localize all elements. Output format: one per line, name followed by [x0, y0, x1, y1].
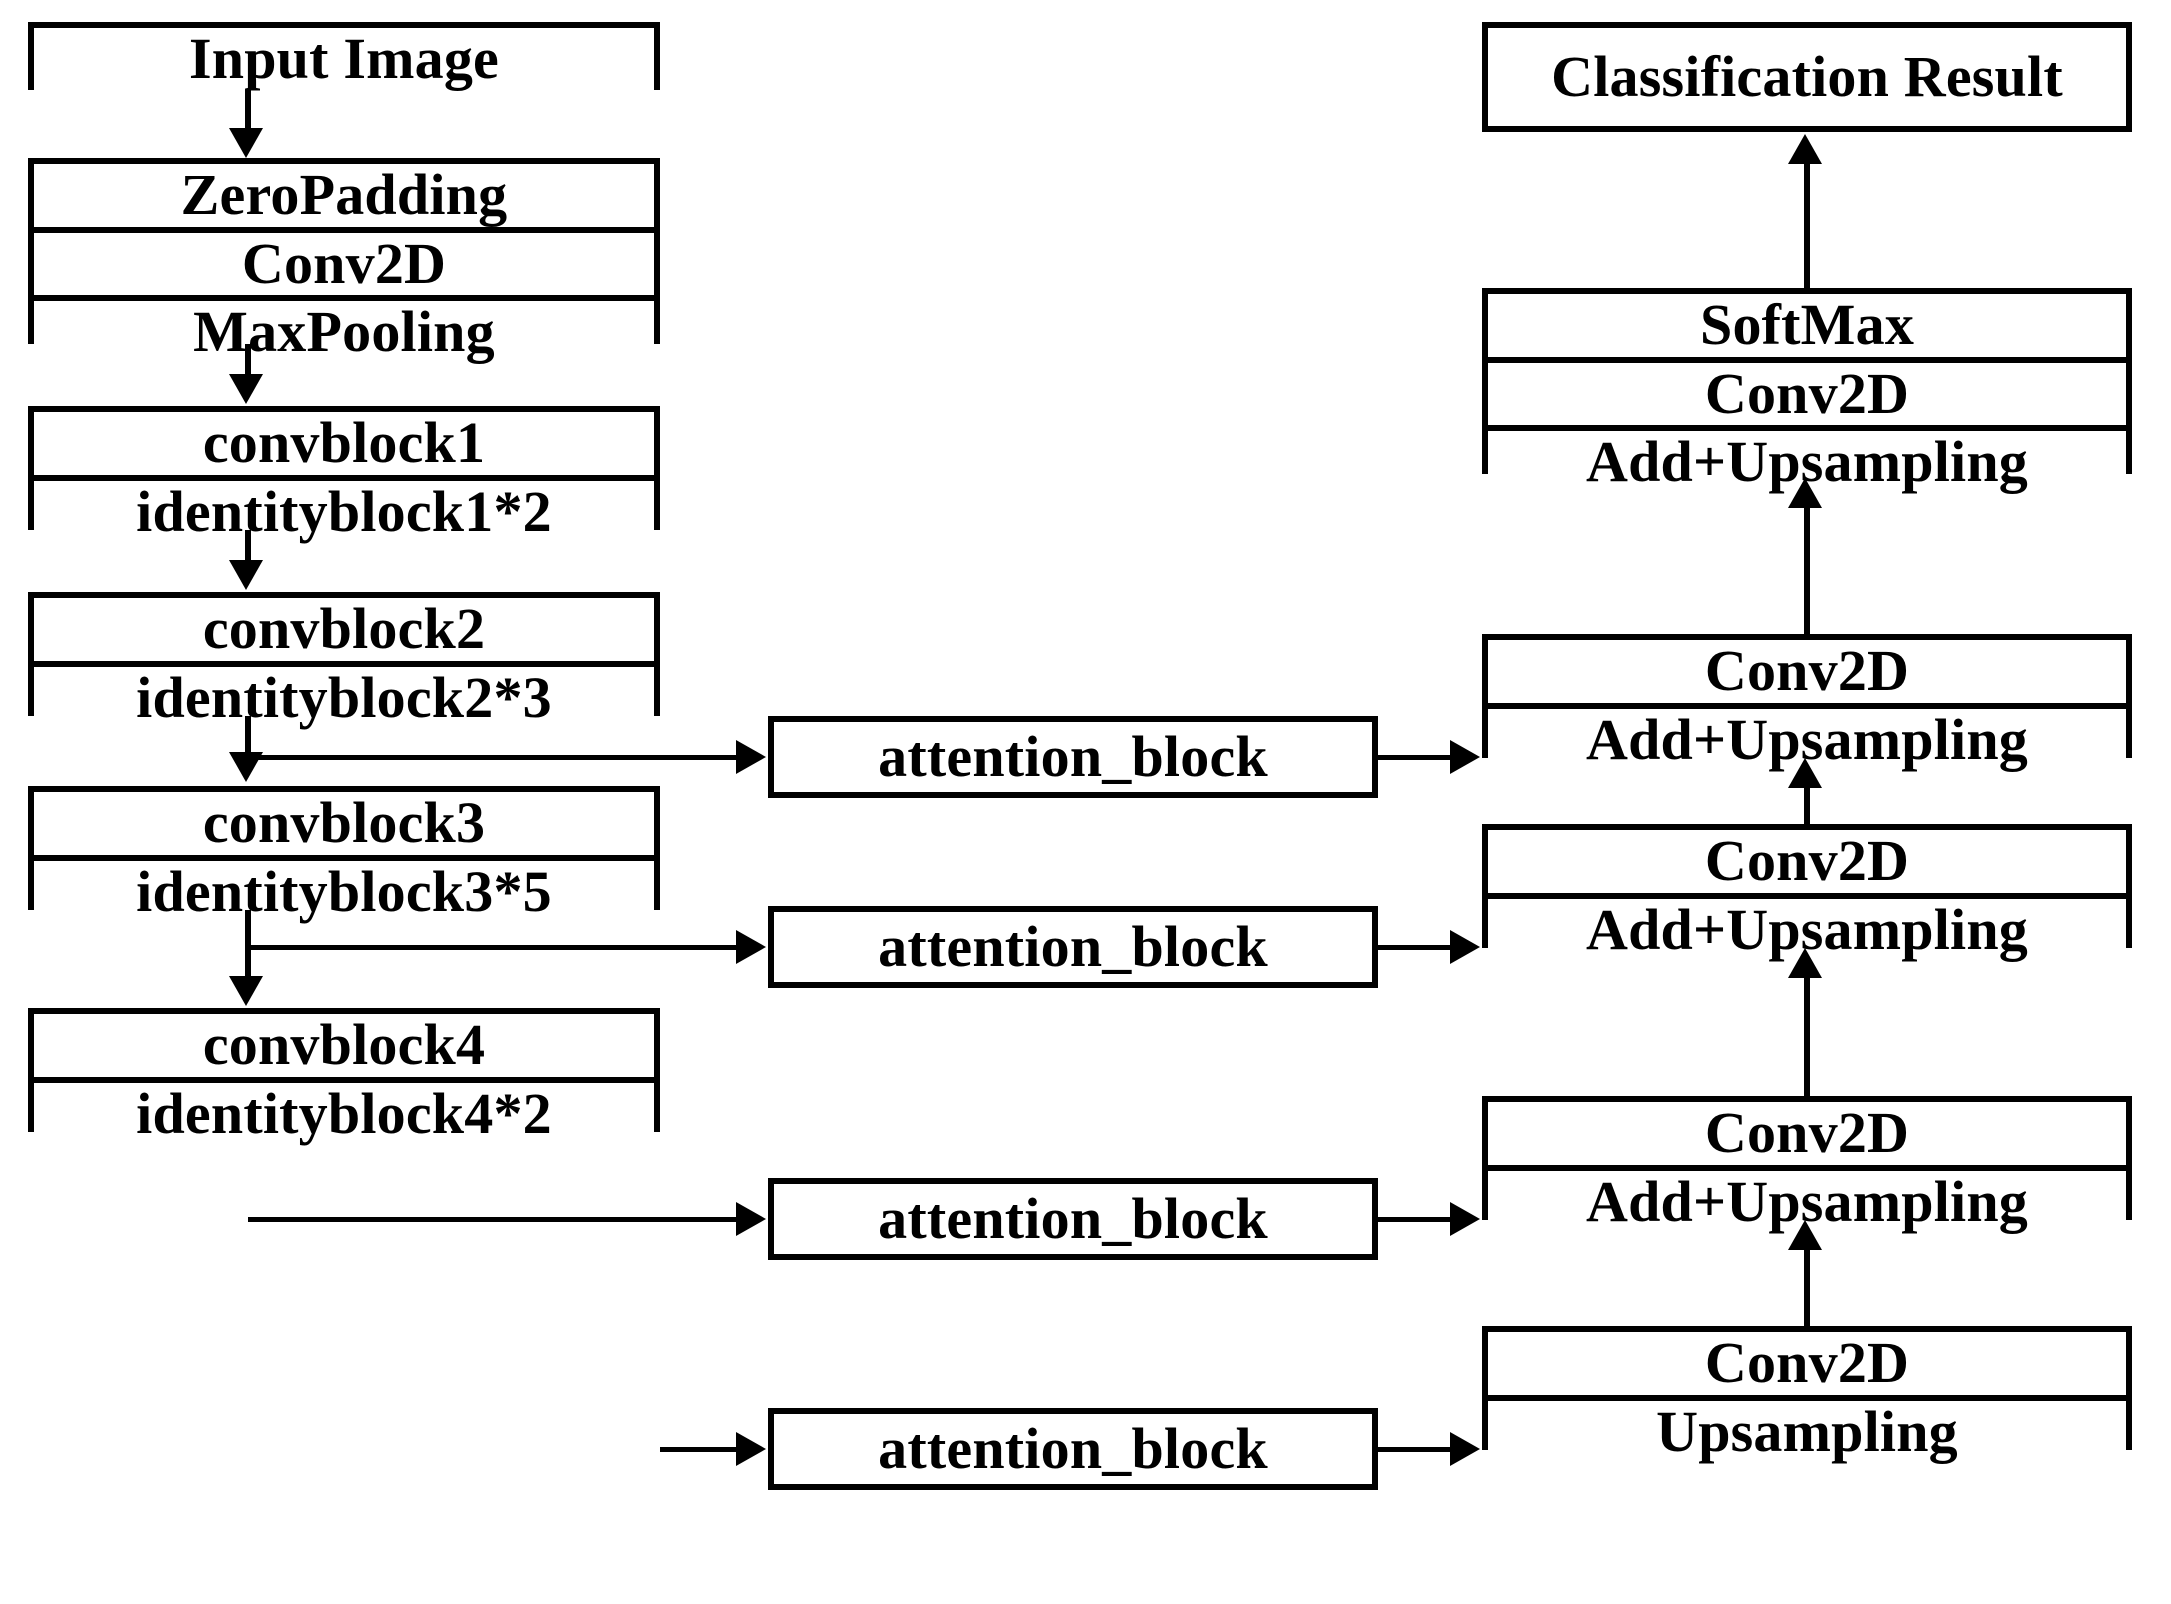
block-row-identityblock2: identityblock2*3: [34, 660, 654, 730]
connector-stage1-to-stage2: [245, 530, 251, 562]
connector-fpn2-to-fpn3: [1804, 788, 1810, 824]
arrowhead-fpn1-to-fpn2: [1788, 948, 1822, 978]
block-classification-result: Classification Result: [1482, 22, 2132, 132]
arrowhead-stage1-to-stage2: [229, 560, 263, 590]
block-row-classification-result: Classification Result: [1488, 28, 2126, 126]
arrowhead-stage3-to-attention3: [736, 1202, 766, 1236]
block-stage1: convblock1 identityblock1*2: [28, 406, 660, 544]
connector-attention2-to-fpn2: [1378, 945, 1452, 950]
block-attention-3: attention_block: [768, 1178, 1378, 1260]
arrowhead-attention4-to-fpn0: [1450, 1432, 1480, 1466]
block-row-identityblock3: identityblock3*5: [34, 854, 654, 924]
connector-stem-to-stage1: [245, 344, 251, 374]
connector-stage3-to-stage4: [245, 910, 251, 978]
connector-fpn0-to-fpn1: [1804, 1250, 1810, 1326]
block-row-convblock3: convblock3: [34, 791, 654, 855]
block-head: SoftMax Conv2D Add+Upsampling: [1482, 288, 2132, 494]
block-row-identityblock1: identityblock1*2: [34, 474, 654, 544]
connector-fpn1-to-fpn2: [1804, 978, 1810, 1096]
connector-input-to-stem: [245, 90, 251, 134]
arrowhead-stage3-to-stage4: [229, 976, 263, 1006]
arrowhead-stem-to-stage1: [229, 374, 263, 404]
block-row-convblock1: convblock1: [34, 411, 654, 475]
arrowhead-stage1-to-attention1: [736, 740, 766, 774]
connector-stage1-to-attention1: [248, 755, 738, 760]
arrowhead-attention2-to-fpn2: [1450, 930, 1480, 964]
block-fpn1: Conv2D Add+Upsampling: [1482, 1096, 2132, 1234]
connector-head-to-result: [1804, 164, 1810, 288]
block-row-input-image: Input Image: [34, 27, 654, 91]
arrowhead-stage4-to-attention4: [736, 1432, 766, 1466]
connector-attention4-to-fpn0: [1378, 1447, 1452, 1452]
block-row-attention-2: attention_block: [774, 912, 1372, 982]
arrowhead-stage2-to-attention2: [736, 930, 766, 964]
block-stem: ZeroPadding Conv2D MaxPooling: [28, 158, 660, 364]
block-row-identityblock4: identityblock4*2: [34, 1076, 654, 1146]
connector-stage3-to-attention3: [248, 1217, 738, 1222]
block-row-conv2d-fpn1: Conv2D: [1488, 1101, 2126, 1165]
arrowhead-attention3-to-fpn1: [1450, 1202, 1480, 1236]
block-row-attention-1: attention_block: [774, 722, 1372, 792]
block-row-maxpooling: MaxPooling: [34, 295, 654, 364]
block-stage3: convblock3 identityblock3*5: [28, 786, 660, 924]
block-fpn0: Conv2D Upsampling: [1482, 1326, 2132, 1464]
block-row-upsampling-fpn0: Upsampling: [1488, 1394, 2126, 1464]
block-row-conv2d-fpn3: Conv2D: [1488, 639, 2126, 703]
block-stage4: convblock4 identityblock4*2: [28, 1008, 660, 1146]
block-row-zeropadding: ZeroPadding: [34, 163, 654, 227]
arrowhead-input-to-stem: [229, 128, 263, 158]
block-attention-2: attention_block: [768, 906, 1378, 988]
block-row-conv2d-head: Conv2D: [1488, 356, 2126, 426]
block-row-convblock2: convblock2: [34, 597, 654, 661]
block-row-attention-3: attention_block: [774, 1184, 1372, 1254]
connector-stage2-to-attention2: [248, 945, 738, 950]
arrowhead-fpn0-to-fpn1: [1788, 1220, 1822, 1250]
connector-fpn3-to-head: [1804, 508, 1810, 634]
block-row-conv2d-stem: Conv2D: [34, 226, 654, 296]
arrowhead-head-to-result: [1788, 134, 1822, 164]
connector-attention1-to-fpn3: [1378, 755, 1452, 760]
block-row-attention-4: attention_block: [774, 1414, 1372, 1484]
block-stage2: convblock2 identityblock2*3: [28, 592, 660, 730]
block-attention-4: attention_block: [768, 1408, 1378, 1490]
block-row-convblock4: convblock4: [34, 1013, 654, 1077]
arrowhead-attention1-to-fpn3: [1450, 740, 1480, 774]
connector-attention3-to-fpn1: [1378, 1217, 1452, 1222]
connector-stage4-to-attention4: [660, 1447, 740, 1452]
block-row-conv2d-fpn0: Conv2D: [1488, 1331, 2126, 1395]
connector-stage2-to-stage3: [245, 716, 251, 756]
arrowhead-fpn3-to-head: [1788, 478, 1822, 508]
block-row-softmax: SoftMax: [1488, 293, 2126, 357]
arrowhead-fpn2-to-fpn3: [1788, 758, 1822, 788]
block-fpn2: Conv2D Add+Upsampling: [1482, 824, 2132, 962]
block-input-image: Input Image: [28, 22, 660, 91]
block-fpn3: Conv2D Add+Upsampling: [1482, 634, 2132, 772]
block-attention-1: attention_block: [768, 716, 1378, 798]
block-row-conv2d-fpn2: Conv2D: [1488, 829, 2126, 893]
